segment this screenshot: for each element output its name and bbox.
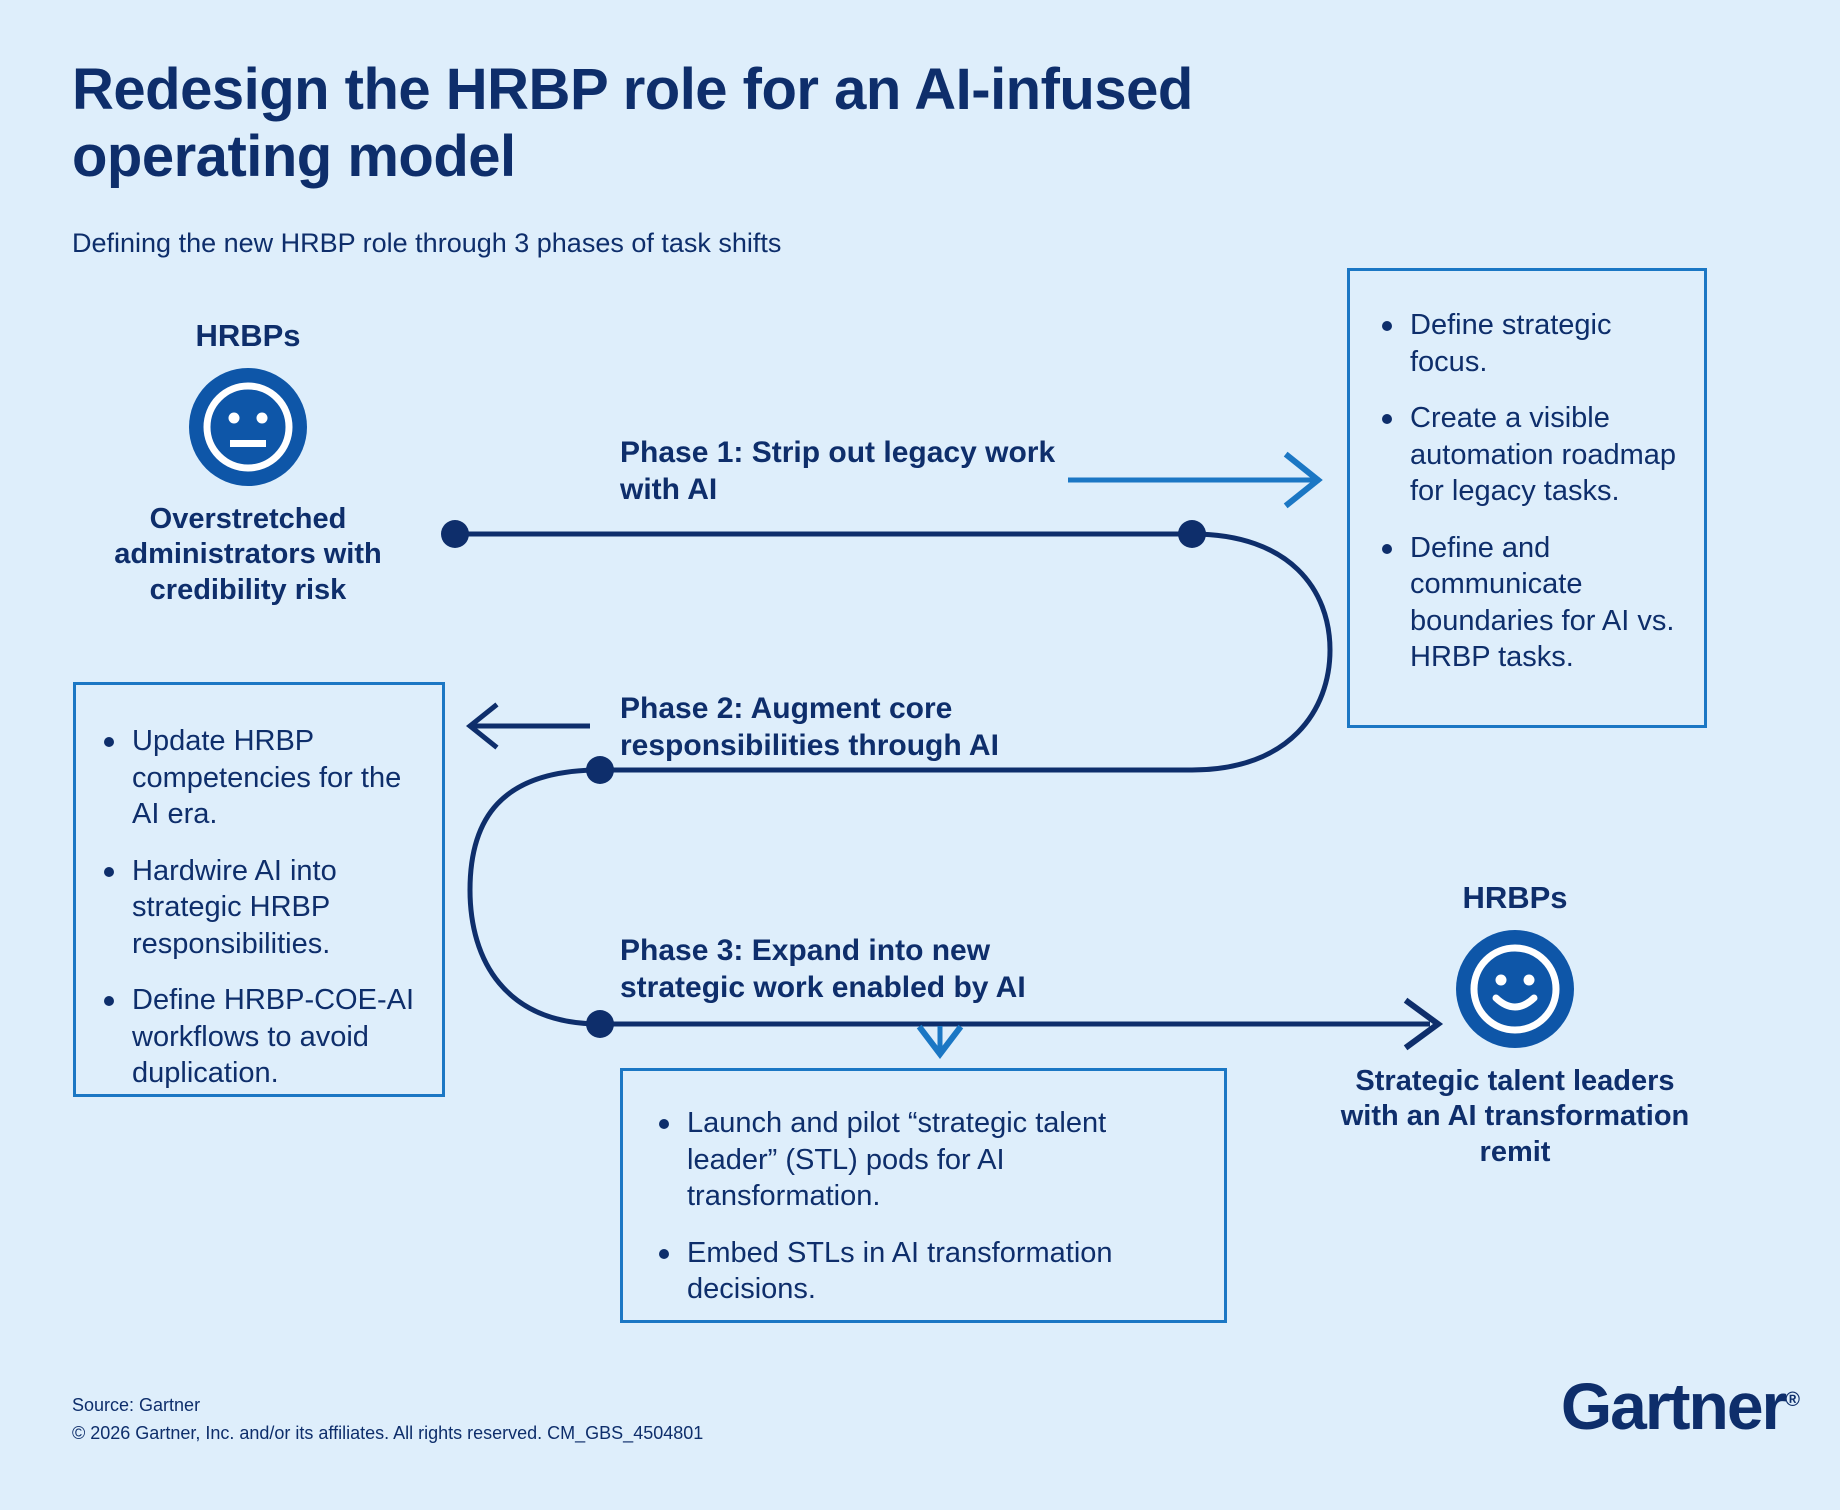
phase-2-actions-box: Update HRBP competencies for the AI era.…: [73, 682, 445, 1097]
persona-start-caption: Overstretched administrators with credib…: [114, 503, 382, 606]
list-item: Launch and pilot “strategic talent leade…: [653, 1105, 1190, 1215]
persona-end-caption: Strategic talent leaders with an AI tran…: [1340, 1065, 1690, 1168]
page-subtitle: Defining the new HRBP role through 3 pha…: [72, 228, 782, 258]
phase-3-bullet-list: Launch and pilot “strategic talent leade…: [653, 1105, 1190, 1308]
list-item: Hardwire AI into strategic HRBP responsi…: [98, 853, 418, 963]
phase-1-actions-box: Define strategic focus. Create a visible…: [1347, 268, 1707, 728]
phase-2-bullet-list: Update HRBP competencies for the AI era.…: [98, 723, 418, 1092]
footer-source: Source: Gartner: [72, 1395, 201, 1415]
list-item: Define HRBP-COE-AI workflows to avoid du…: [98, 982, 418, 1092]
phase-1-label: Phase 1: Strip out legacy work with AI: [620, 436, 1056, 507]
registered-mark-icon: ®: [1785, 1389, 1800, 1411]
list-item: Create a visible automation roadmap for …: [1376, 400, 1678, 510]
list-item: Define strategic focus.: [1376, 307, 1678, 380]
phase-1-bullet-list: Define strategic focus. Create a visible…: [1376, 307, 1678, 676]
phase-2-label: Phase 2: Augment core responsibilities t…: [620, 692, 999, 763]
list-item: Embed STLs in AI transformation decision…: [653, 1235, 1190, 1308]
persona-end: HRBPs Strategic talent leaders with an A…: [1330, 880, 1700, 1170]
phase-3-label: Phase 3: Expand into new strategic work …: [620, 934, 1026, 1005]
persona-end-label: HRBPs: [1462, 880, 1568, 915]
list-item: Define and communicate boundaries for AI…: [1376, 530, 1678, 676]
gartner-logo-text: Gartner: [1560, 1369, 1787, 1443]
phase-3-actions-box: Launch and pilot “strategic talent leade…: [620, 1068, 1227, 1323]
smiley-face-icon: [1456, 930, 1574, 1048]
persona-start: HRBPs Overstretched administrators with …: [78, 318, 418, 608]
neutral-face-icon: [189, 368, 307, 486]
page-title: Redesign the HRBP role for an AI-infused…: [72, 57, 1193, 190]
footer: Source: Gartner © 2026 Gartner, Inc. and…: [72, 1392, 703, 1448]
list-item: Update HRBP competencies for the AI era.: [98, 723, 418, 833]
gartner-logo: Gartner®: [1561, 1368, 1800, 1444]
footer-copyright: © 2026 Gartner, Inc. and/or its affiliat…: [72, 1422, 704, 1443]
persona-start-label: HRBPs: [195, 318, 301, 353]
